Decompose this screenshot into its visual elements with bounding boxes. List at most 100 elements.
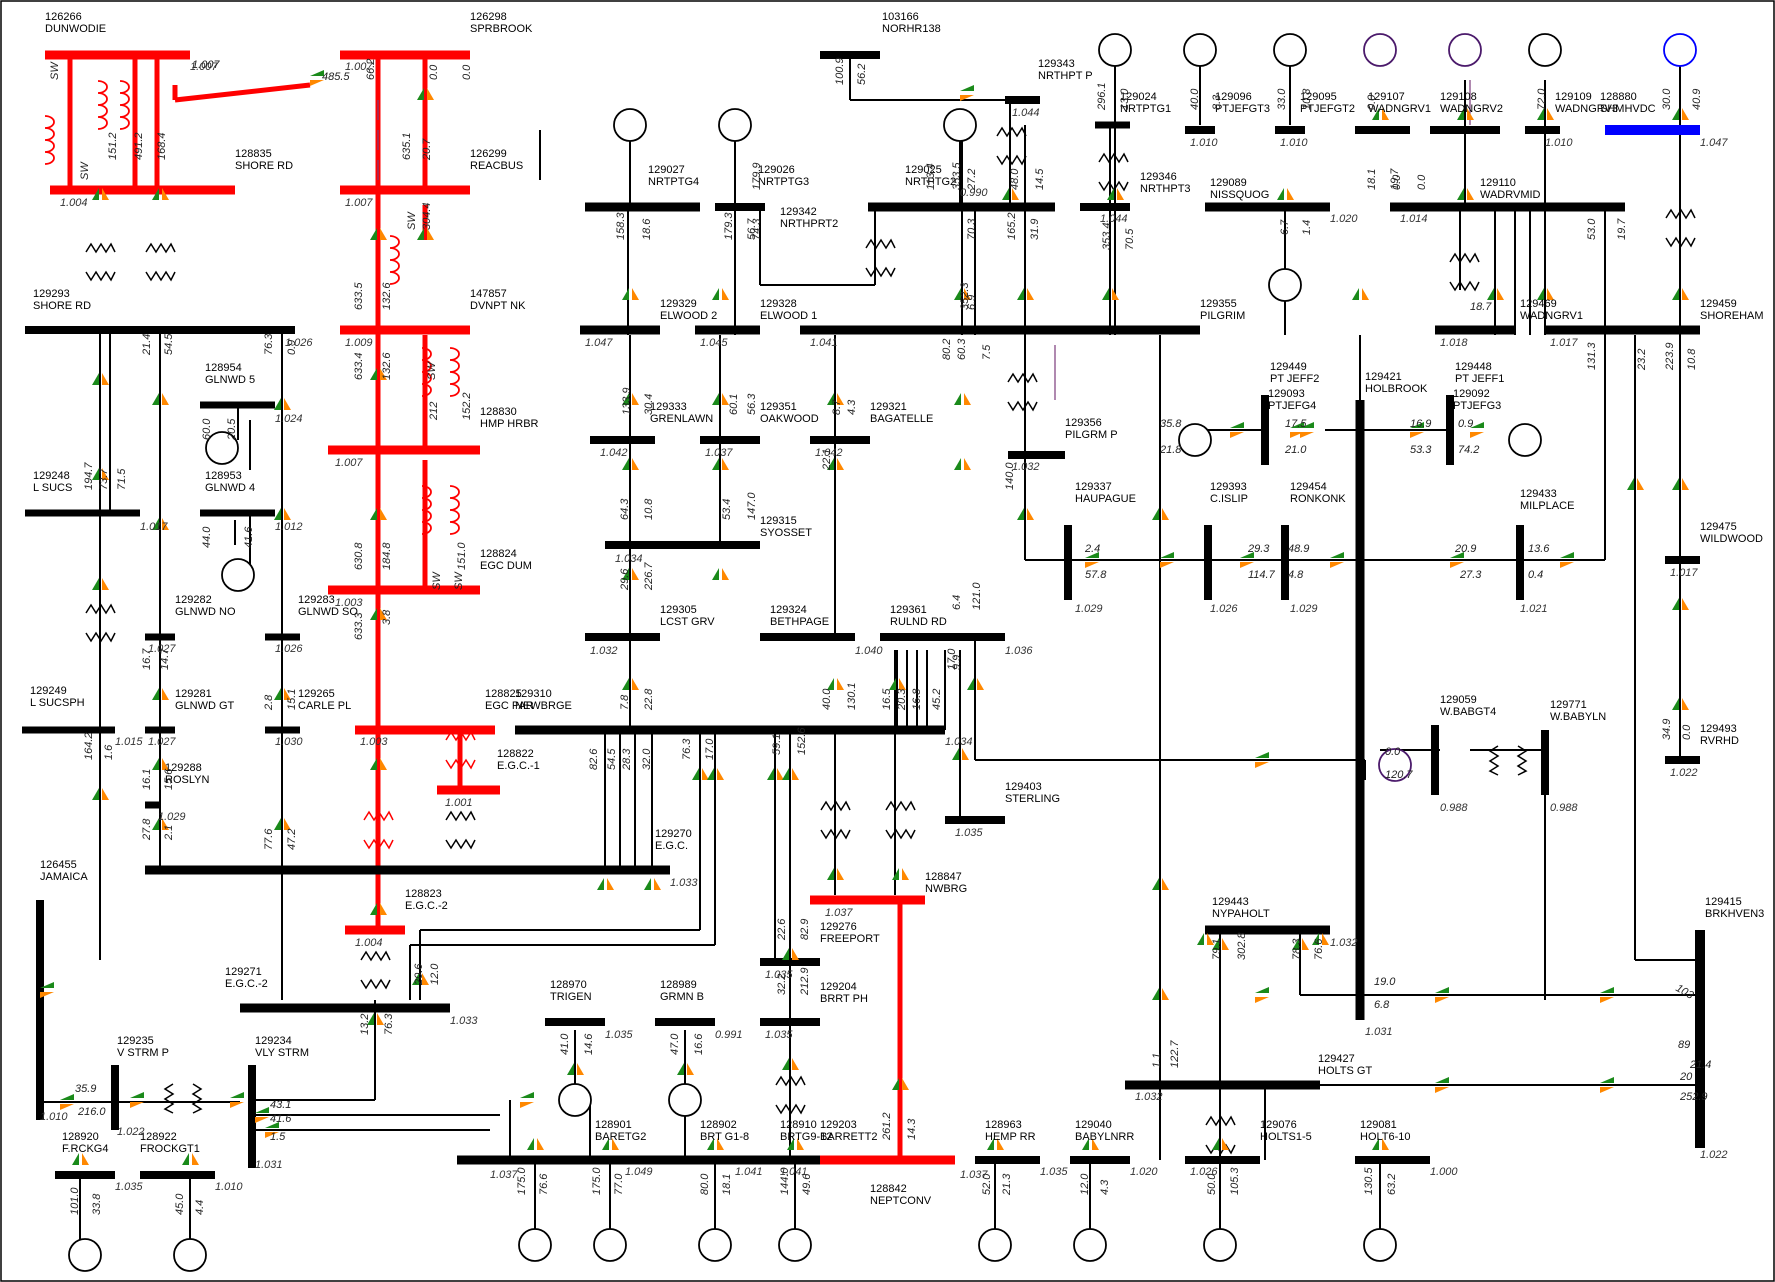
bus-voltage-129315: 1.034 xyxy=(615,553,643,565)
flow-value: 43.1 xyxy=(270,1099,291,1111)
flow-value: 19.7 xyxy=(1389,168,1401,190)
flow-value: 121.0 xyxy=(971,582,983,610)
flow-value: 101.0 xyxy=(69,1187,81,1215)
flow-value: 130.1 xyxy=(846,682,858,710)
bus-voltage-129355: 1.041 xyxy=(810,337,838,349)
generator-icon[interactable] xyxy=(1203,1228,1237,1262)
flow-value: 56.2 xyxy=(856,64,868,85)
flow-value: 0.9 xyxy=(286,340,298,355)
flow-arrow-orange xyxy=(1230,432,1244,438)
bus-id-129107: 129107 xyxy=(1368,91,1405,103)
generator-icon[interactable] xyxy=(518,1228,552,1262)
flow-value: 175.0 xyxy=(591,1167,603,1195)
flow-value: 7.8 xyxy=(619,694,631,710)
flow-arrow-green xyxy=(782,768,789,780)
flow-value: 79.1 xyxy=(1211,939,1223,960)
generator-icon[interactable] xyxy=(698,1228,732,1262)
bus-id-129108: 129108 xyxy=(1440,91,1477,103)
bus-voltage-128847: 1.037 xyxy=(825,907,853,919)
flow-arrow-green xyxy=(644,878,651,890)
generator-icon[interactable] xyxy=(1273,33,1307,67)
generator-icon[interactable] xyxy=(1363,33,1397,67)
flow-value: 2.8 xyxy=(263,694,275,711)
generator-icon[interactable] xyxy=(1663,33,1697,67)
bus-name-129234: VLY STRM xyxy=(255,1047,309,1059)
flow-arrow-green xyxy=(827,458,834,470)
bus-name-128953: GLNWD 4 xyxy=(205,482,255,494)
bus-id-129493: 129493 xyxy=(1700,723,1737,735)
generator-icon[interactable] xyxy=(778,1228,812,1262)
bus-name-129109: WADNGRV3 xyxy=(1555,103,1618,115)
generator-icon[interactable] xyxy=(1178,423,1212,457)
bus-id-128963: 128963 xyxy=(985,1119,1022,1131)
generator-icon[interactable] xyxy=(1183,33,1217,67)
bus-name-129271: E.G.C.-2 xyxy=(225,978,268,990)
bus-id-128902: 128902 xyxy=(700,1119,737,1131)
generator-icon[interactable] xyxy=(1378,748,1412,782)
flow-value: 223.9 xyxy=(1664,342,1676,371)
bus-voltage-129771: 0.988 xyxy=(1550,802,1578,814)
flow-arrow-green xyxy=(952,748,959,760)
flow-arrow-green xyxy=(255,1107,269,1113)
flow-arrow-green xyxy=(1230,422,1244,428)
generator-icon[interactable] xyxy=(668,1083,702,1117)
flow-arrow-orange xyxy=(687,1063,694,1075)
bus-voltage-129288: 1.029 xyxy=(158,811,186,823)
flow-arrow-green xyxy=(1255,987,1269,993)
bus-voltage-128963: 1.035 xyxy=(1040,1166,1068,1178)
flow-value: 22.1 xyxy=(821,449,833,471)
generator-icon[interactable] xyxy=(1508,423,1542,457)
bus-name-129040: BABYLNRR xyxy=(1075,1131,1134,1143)
generator-icon[interactable] xyxy=(1448,33,1482,67)
flow-value: 27.2 xyxy=(966,169,978,191)
bus-name-128830: HMP HRBR xyxy=(480,418,539,430)
bus-name-129393: C.ISLIP xyxy=(1210,493,1248,505)
bus-id-129443: 129443 xyxy=(1212,896,1249,908)
bus-id-129025: 129025 xyxy=(905,164,942,176)
bus-id-129293: 129293 xyxy=(33,288,70,300)
flow-arrow-green xyxy=(1255,752,1269,758)
bus-id-129234: 129234 xyxy=(255,1035,292,1047)
flow-value: 41.6 xyxy=(270,1113,292,1125)
flow-arrow-green xyxy=(1435,1077,1449,1083)
generator-icon[interactable] xyxy=(593,1228,627,1262)
generator-icon[interactable] xyxy=(1363,1228,1397,1262)
flow-arrow-green xyxy=(1152,508,1159,520)
generator-icon[interactable] xyxy=(718,108,752,142)
flow-value: 1.007 xyxy=(192,59,220,71)
flow-arrow-orange xyxy=(1162,508,1169,520)
generator-icon[interactable] xyxy=(173,1238,207,1272)
flow-value: 18.1 xyxy=(721,1174,733,1195)
generator-icon[interactable] xyxy=(1268,268,1302,302)
bus-voltage-129427: 1.032 xyxy=(1135,1091,1163,1103)
flow-value: 18.1 xyxy=(1366,169,1378,190)
bus-voltage-129076: 1.026 xyxy=(1190,1166,1218,1178)
generators xyxy=(68,33,1697,1272)
generator-icon[interactable] xyxy=(1098,33,1132,67)
flow-value: 29.3 xyxy=(1247,543,1270,555)
flow-value: 14.5 xyxy=(1034,168,1046,190)
flow-arrow-orange xyxy=(577,1063,584,1075)
bus-name-129095: PTJEFGT2 xyxy=(1300,103,1355,115)
bus-id-129081: 129081 xyxy=(1360,1119,1397,1131)
flow-value: 22.8 xyxy=(643,688,655,711)
generator-icon[interactable] xyxy=(1073,1228,1107,1262)
flow-arrow-green xyxy=(230,1092,244,1098)
flow-value: 77.6 xyxy=(263,828,275,850)
bus-voltage-129095: 1.010 xyxy=(1280,137,1308,149)
bus-id-129204: 129204 xyxy=(820,981,857,993)
flow-arrow-green xyxy=(274,398,281,410)
generator-icon[interactable] xyxy=(68,1238,102,1272)
generator-icon[interactable] xyxy=(558,1083,592,1117)
flow-value: 133.9 xyxy=(621,387,633,415)
generator-icon[interactable] xyxy=(613,108,647,142)
generator-icon[interactable] xyxy=(943,108,977,142)
generator-icon[interactable] xyxy=(205,431,239,465)
generator-icon[interactable] xyxy=(1528,33,1562,67)
flow-arrow-green xyxy=(1197,933,1204,945)
flow-arrow-orange xyxy=(902,1078,909,1090)
flow-arrow-green xyxy=(92,188,99,200)
flow-arrow-orange xyxy=(1560,562,1574,568)
generator-icon[interactable] xyxy=(978,1228,1012,1262)
generator-icon[interactable] xyxy=(221,558,255,592)
